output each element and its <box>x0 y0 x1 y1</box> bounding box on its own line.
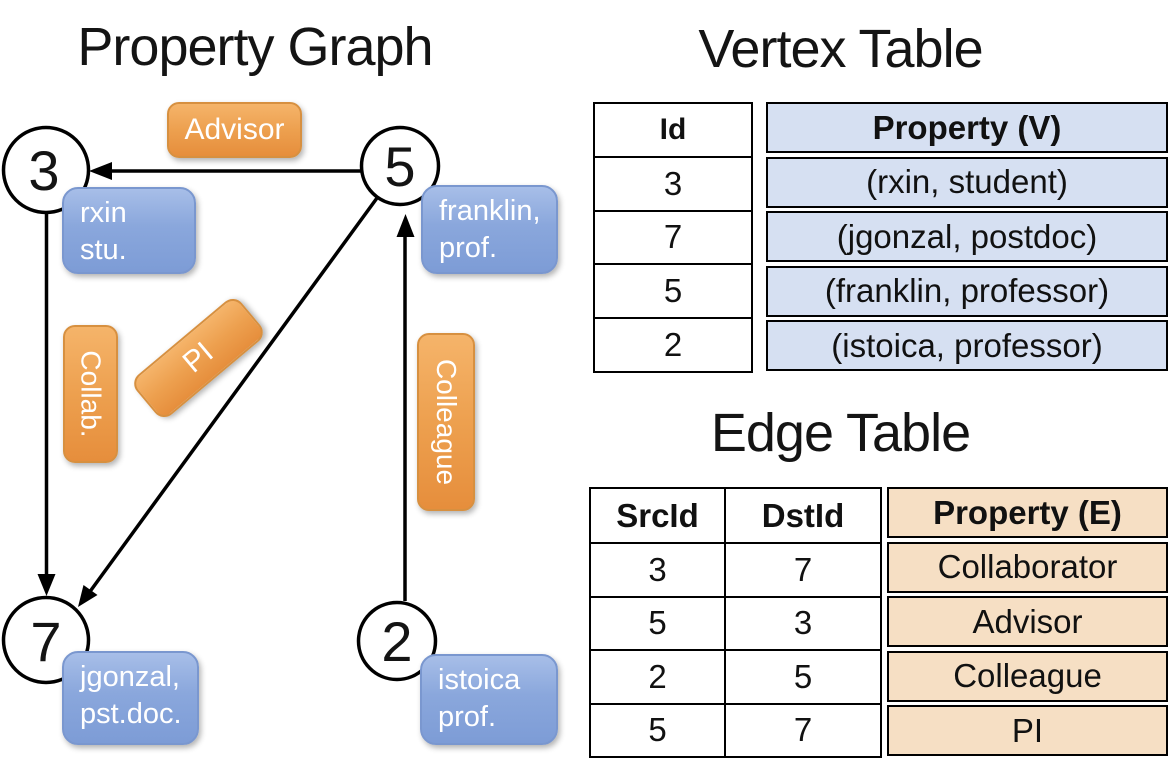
vertex-label-franklin-line1: franklin, <box>439 195 541 227</box>
edge-table-property-cell: Collaborator <box>887 541 1168 593</box>
vertex-table-property-header: Property (V) <box>766 102 1168 153</box>
edge-table-dst-cell: 5 <box>724 649 880 703</box>
vertex-label-franklin-line2: prof. <box>439 232 498 264</box>
vertex-table-id-header: Id <box>659 112 687 146</box>
vertex-node-5-id: 5 <box>384 135 415 198</box>
edge-table-property-column: Property (E) Collaborator Advisor Collea… <box>887 487 1168 756</box>
vertex-label-rxin-line2: stu. <box>80 234 127 266</box>
edge-label-colleague: Colleague <box>417 333 475 511</box>
edge-table-title: Edge Table <box>710 403 971 463</box>
vertex-node-2-id: 2 <box>381 610 412 673</box>
edge-table-dst-cell: 7 <box>724 702 880 756</box>
edge-label-advisor-text: Advisor <box>184 113 285 146</box>
vertex-table-property-cell: (rxin, student) <box>766 156 1168 208</box>
edge-label-collab: Collab. <box>63 325 118 463</box>
vertex-label-istoica-line2: prof. <box>438 701 497 733</box>
vertex-node-3-id: 3 <box>28 139 59 202</box>
edge-table-src-header: SrcId <box>616 496 699 534</box>
vertex-label-istoica-line1: istoica <box>438 664 521 696</box>
property-graph-title: Property Graph <box>77 17 433 77</box>
vertex-label-jgonzal-line2: pst.doc. <box>80 698 182 730</box>
vertex-table-id-cell: 3 <box>595 155 751 210</box>
vertex-node-2 <box>356 600 438 682</box>
edge-label-pi-text: PI <box>176 335 220 380</box>
edge-table-src-cell: 2 <box>591 649 724 702</box>
vertex-table-property-cell: (istoica, professor) <box>766 320 1168 371</box>
edge-table-src-cell: 5 <box>591 595 724 649</box>
vertex-label-istoica: istoica prof. <box>420 654 558 745</box>
vertex-table-title: Vertex Table <box>698 19 983 79</box>
vertex-label-jgonzal-line1: jgonzal, <box>80 661 180 693</box>
edge-arrowhead-5-3 <box>89 162 112 180</box>
edge-table-property-header: Property (E) <box>887 487 1168 538</box>
vertex-table-property-cell: (franklin, professor) <box>766 265 1168 317</box>
vertex-label-rxin-line1: rxin <box>80 197 127 229</box>
edge-table-src-dst-columns: SrcId DstId 3 7 5 3 2 5 5 7 <box>589 487 882 758</box>
edge-arrowhead-3-7 <box>37 574 56 596</box>
edge-label-advisor: Advisor <box>167 102 302 158</box>
edge-table-src-cell: 5 <box>591 702 724 756</box>
edge-table-property-cell: Advisor <box>887 596 1168 647</box>
edge-arrowhead-5-7 <box>78 585 98 607</box>
vertex-table-id-cell: 7 <box>595 209 751 264</box>
edge-table-property-cell: PI <box>887 705 1168 756</box>
vertex-table-id-cell: 5 <box>595 263 751 317</box>
vertex-table-property-column: Property (V) (rxin, student) (jgonzal, p… <box>766 102 1168 371</box>
vertex-table-id-cell: 2 <box>595 317 751 371</box>
edge-arrowhead-2-5 <box>396 214 415 237</box>
edge-line-5-7 <box>84 196 379 599</box>
edge-table-dst-cell: 7 <box>724 542 880 596</box>
edge-table-src-cell: 3 <box>591 542 724 595</box>
edge-label-collab-text: Collab. <box>75 350 107 438</box>
edge-table-dst-cell: 3 <box>724 595 880 650</box>
vertex-node-5 <box>359 125 441 207</box>
edge-table-dst-header: DstId <box>724 489 880 543</box>
vertex-label-franklin: franklin, prof. <box>421 185 558 274</box>
vertex-table-id-column: Id 3 7 5 2 <box>593 102 753 373</box>
vertex-node-7-id: 7 <box>30 610 61 673</box>
vertex-label-rxin: rxin stu. <box>62 187 196 274</box>
vertex-label-jgonzal: jgonzal, pst.doc. <box>62 651 199 745</box>
edge-label-colleague-text: Colleague <box>431 358 463 486</box>
edge-table-property-cell: Colleague <box>887 650 1168 702</box>
vertex-table-property-cell: (jgonzal, postdoc) <box>766 211 1168 262</box>
